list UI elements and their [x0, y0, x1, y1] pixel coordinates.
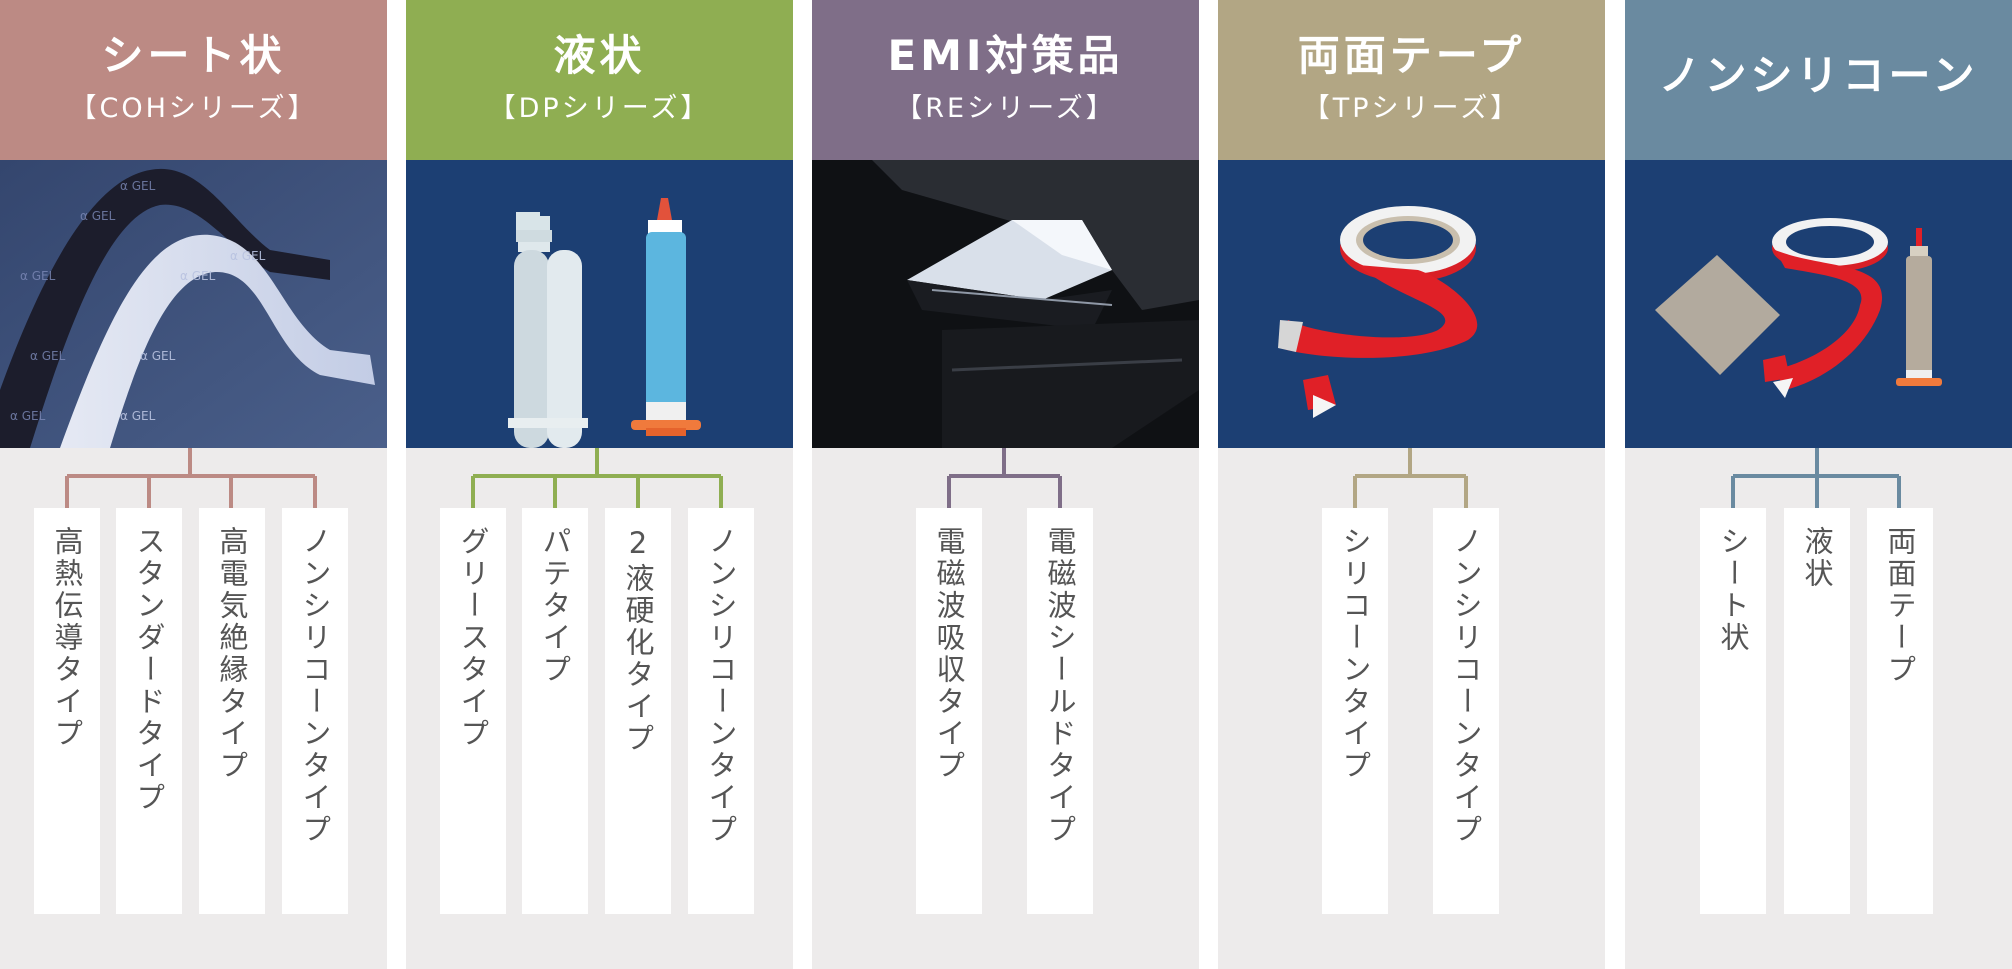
- category-header-nonsilicone: ノンシリコーン: [1625, 0, 2012, 160]
- product-photo-sheet: α GEL α GEL α GEL α GEL α GEL α GEL α GEL α G…: [0, 160, 387, 448]
- svg-text:α GEL: α GEL: [120, 179, 156, 193]
- svg-text:α GEL: α GEL: [230, 249, 266, 263]
- product-type-card: ノンシリコーンタイプ: [282, 508, 348, 914]
- product-photo-nonsilicone: [1625, 160, 2012, 448]
- product-type-label: シート状: [1716, 526, 1750, 654]
- product-photo-emi: [812, 160, 1199, 448]
- product-type-label: 液状: [1800, 526, 1834, 590]
- category-series: 【COHシリーズ】: [69, 93, 318, 124]
- product-type-label: パテタイプ: [538, 526, 572, 686]
- category-title: シート状: [101, 31, 286, 80]
- category-series: 【REシリーズ】: [895, 93, 1116, 124]
- category-column-liquid: 液状 【DPシリーズ】: [406, 0, 793, 969]
- gel-sheet-ribbons-image: α GEL α GEL α GEL α GEL α GEL α GEL α GEL α G…: [0, 160, 387, 448]
- category-series: 【DPシリーズ】: [488, 93, 711, 124]
- product-type-label: ノンシリコーンタイプ: [1449, 526, 1483, 846]
- category-title: 液状: [553, 31, 646, 80]
- product-type-card: シート状: [1700, 508, 1766, 914]
- svg-text:α GEL: α GEL: [80, 209, 116, 223]
- product-photo-liquid: [406, 160, 793, 448]
- tree-connector: [1625, 448, 2012, 508]
- svg-text:α GEL: α GEL: [10, 409, 46, 423]
- category-header-liquid: 液状 【DPシリーズ】: [406, 0, 793, 160]
- tree-connector: [406, 448, 793, 508]
- product-type-card: 高熱伝導タイプ: [34, 508, 100, 914]
- product-type-label: 電磁波シールドタイプ: [1043, 526, 1077, 846]
- product-type-card: 高電気絶縁タイプ: [199, 508, 265, 914]
- category-header-tape: 両面テープ 【TPシリーズ】: [1218, 0, 1605, 160]
- double-sided-tape-roll-image: [1218, 160, 1605, 448]
- category-column-emi: EMI対策品 【REシリーズ】: [812, 0, 1199, 969]
- product-type-card: 液状: [1784, 508, 1850, 914]
- svg-text:α GEL: α GEL: [120, 409, 156, 423]
- category-column-tape: 両面テープ 【TPシリーズ】: [1218, 0, 1605, 969]
- product-type-label: スタンダードタイプ: [132, 526, 166, 814]
- product-type-label: シリコーンタイプ: [1338, 526, 1372, 782]
- svg-text:α GEL: α GEL: [20, 269, 56, 283]
- category-column-nonsilicone: ノンシリコーン: [1625, 0, 2012, 969]
- category-series: 【TPシリーズ】: [1302, 93, 1521, 124]
- product-type-card: ノンシリコーンタイプ: [1433, 508, 1499, 914]
- product-type-label: 高熱伝導タイプ: [50, 526, 84, 750]
- product-type-label: 両面テープ: [1883, 526, 1917, 686]
- category-header-sheet: シート状 【COHシリーズ】: [0, 0, 387, 160]
- category-title: EMI対策品: [887, 31, 1124, 80]
- svg-text:α GEL: α GEL: [140, 349, 176, 363]
- dispensing-cartridges-image: [406, 160, 793, 448]
- product-type-label: ノンシリコーンタイプ: [298, 526, 332, 846]
- category-title: ノンシリコーン: [1658, 51, 1979, 100]
- tree-connector: [0, 448, 387, 508]
- product-type-label: 2液硬化タイプ: [621, 526, 655, 755]
- tree-connector: [1218, 448, 1605, 508]
- tree-connector: [812, 448, 1199, 508]
- category-title: 両面テープ: [1297, 31, 1526, 80]
- product-type-card: ノンシリコーンタイプ: [688, 508, 754, 914]
- product-type-card: 電磁波吸収タイプ: [916, 508, 982, 914]
- product-type-card: シリコーンタイプ: [1322, 508, 1388, 914]
- product-type-label: 電磁波吸収タイプ: [932, 526, 966, 782]
- svg-text:α GEL: α GEL: [180, 269, 216, 283]
- product-type-label: ノンシリコーンタイプ: [704, 526, 738, 846]
- product-type-card: グリースタイプ: [440, 508, 506, 914]
- emi-sheet-image: [812, 160, 1199, 448]
- category-header-emi: EMI対策品 【REシリーズ】: [812, 0, 1199, 160]
- product-photo-tape: [1218, 160, 1605, 448]
- nonsilicone-products-image: [1625, 160, 2012, 448]
- product-type-label: 高電気絶縁タイプ: [215, 526, 249, 782]
- svg-text:α GEL: α GEL: [30, 349, 66, 363]
- product-type-card: 電磁波シールドタイプ: [1027, 508, 1093, 914]
- product-type-label: グリースタイプ: [456, 526, 490, 750]
- product-type-card: スタンダードタイプ: [116, 508, 182, 914]
- product-type-card: 2液硬化タイプ: [605, 508, 671, 914]
- product-type-card: パテタイプ: [522, 508, 588, 914]
- product-type-card: 両面テープ: [1867, 508, 1933, 914]
